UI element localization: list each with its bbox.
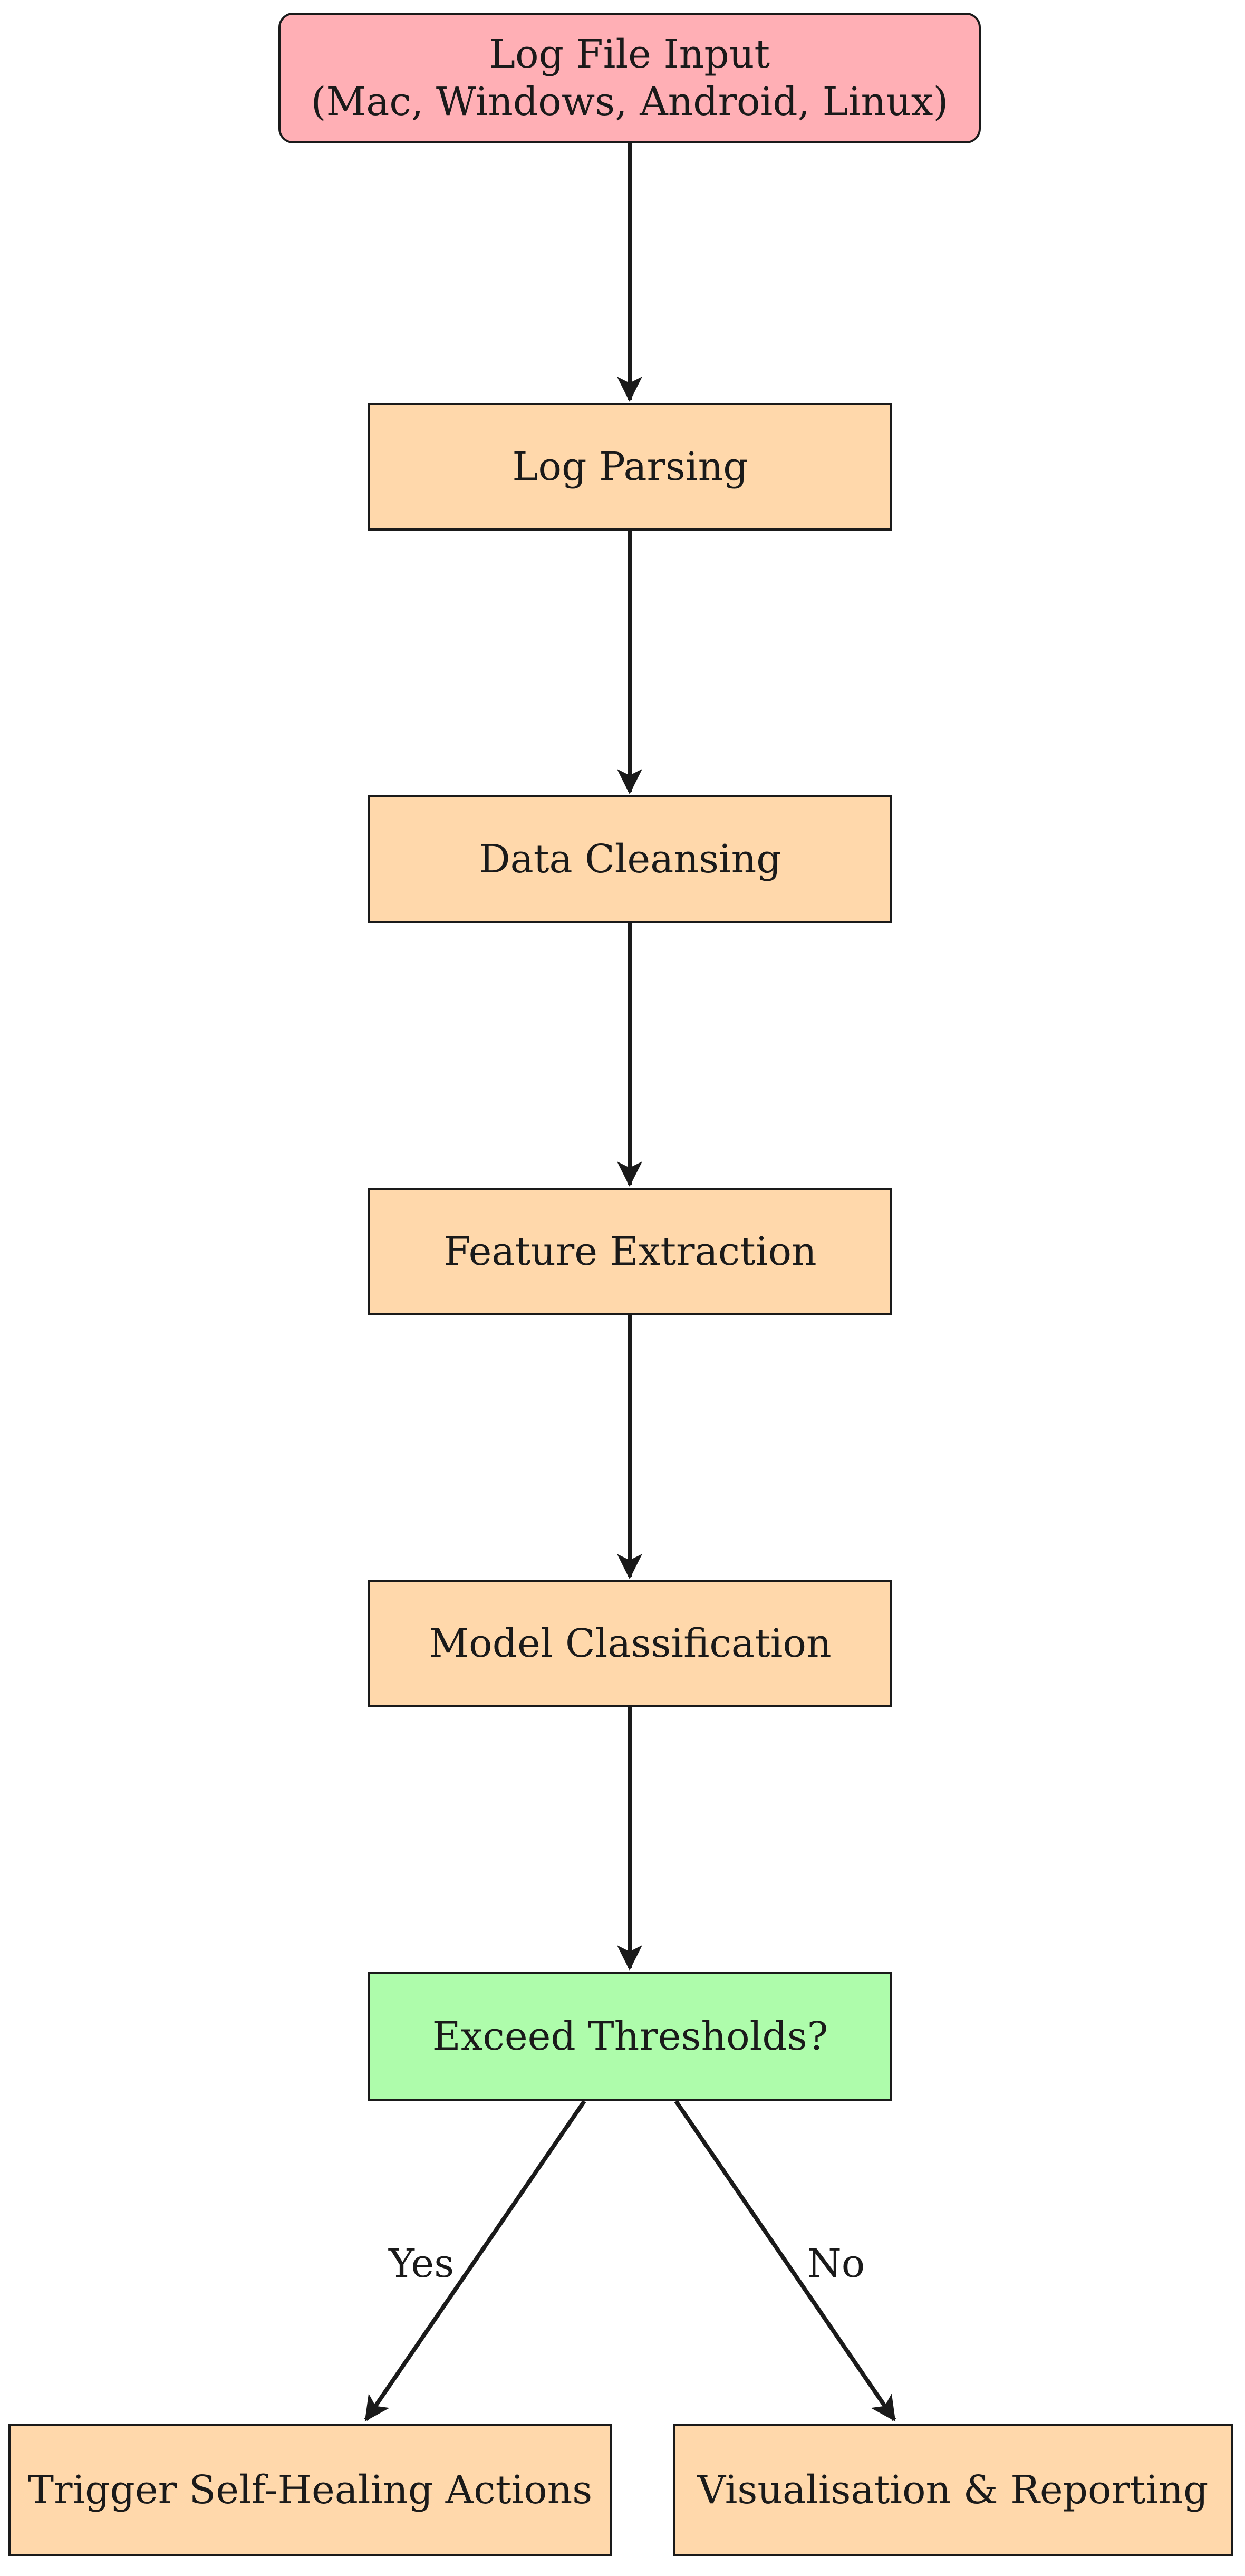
node-log-file-input-title: Log File Input [489, 31, 770, 77]
node-model-classification-label: Model Classification [429, 1620, 832, 1666]
arrow-decision-to-reporting [674, 2100, 896, 2422]
node-feature-extraction-label: Feature Extraction [443, 1228, 817, 1274]
node-trigger-self-healing: Trigger Self-Healing Actions [8, 2424, 612, 2556]
node-data-cleansing-label: Data Cleansing [479, 836, 781, 882]
node-visualisation-reporting: Visualisation & Reporting [673, 2424, 1233, 2556]
arrow-decision-to-healing [364, 2100, 586, 2422]
node-feature-extraction: Feature Extraction [368, 1188, 892, 1315]
node-log-parsing-label: Log Parsing [512, 444, 748, 489]
edge-label-no: No [807, 2241, 865, 2286]
node-model-classification: Model Classification [368, 1580, 892, 1707]
node-exceed-thresholds-decision: Exceed Thresholds? [368, 1972, 892, 2101]
node-visualisation-reporting-label: Visualisation & Reporting [697, 2467, 1209, 2513]
node-log-file-input: Log File Input (Mac, Windows, Android, L… [278, 13, 981, 143]
node-data-cleansing: Data Cleansing [368, 795, 892, 923]
node-exceed-thresholds-label: Exceed Thresholds? [432, 2013, 828, 2059]
node-trigger-self-healing-label: Trigger Self-Healing Actions [27, 2467, 593, 2513]
node-log-parsing: Log Parsing [368, 403, 892, 531]
edge-label-yes: Yes [389, 2241, 455, 2286]
node-log-file-input-platforms: (Mac, Windows, Android, Linux) [311, 79, 949, 124]
